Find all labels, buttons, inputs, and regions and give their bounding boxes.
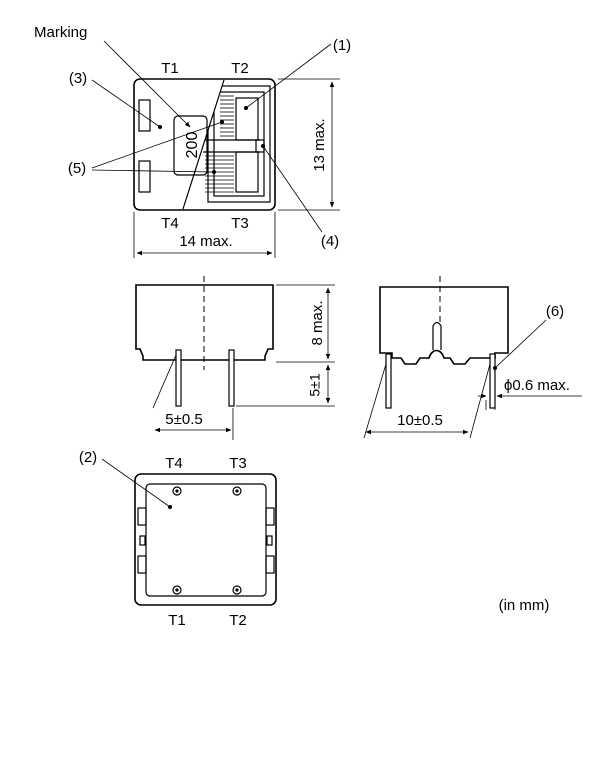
front-view: 8 max. 5±1 5±0.5	[135, 276, 335, 440]
height-dimension: 13 max.	[311, 118, 328, 171]
marking-label: Marking	[34, 24, 87, 41]
side-pin-left	[385, 353, 392, 409]
terminal-label-t1-bottom: T1	[168, 612, 186, 629]
units-note: (in mm)	[499, 597, 550, 614]
body-height-dimension: 8 max.	[309, 300, 326, 345]
side-view-body	[379, 286, 509, 365]
top-view-body	[133, 78, 276, 211]
marking-code: 200	[184, 132, 201, 159]
side-pin-right	[489, 353, 496, 409]
part-label-1: (1)	[333, 37, 351, 54]
cutaway-cover	[136, 81, 224, 208]
part-label-5: (5)	[68, 160, 86, 177]
bottom-view: T4 T3 T1 T2 (2)	[79, 449, 277, 629]
part-label-6: (6)	[546, 303, 564, 320]
terminal-label-t2-top: T2	[231, 60, 249, 77]
pin-pitch-front-dimension: 5±0.5	[165, 411, 202, 428]
terminal-label-t3-top: T3	[231, 215, 249, 232]
part-label-4: (4)	[321, 233, 339, 250]
terminal-label-t2-bottom: T2	[229, 612, 247, 629]
part-label-3: (3)	[69, 70, 87, 87]
terminal-label-t1-top: T1	[161, 60, 179, 77]
terminal-label-t3-bottom: T3	[229, 455, 247, 472]
cutaway-edge	[182, 79, 225, 210]
marking-box	[173, 115, 208, 176]
pin-diameter-dimension: ϕ0.6 max.	[504, 377, 570, 394]
top-view: 200 T1 T2 T4 T3 14 max. 13 max.	[133, 60, 340, 258]
bottom-view-inner	[145, 483, 267, 597]
front-pin-left	[175, 349, 182, 407]
terminal-label-t4-top: T4	[161, 215, 179, 232]
cutaway-winding	[203, 85, 271, 203]
bottom-view-body	[134, 473, 277, 606]
bottom-pin-holes	[172, 486, 242, 595]
side-center-tab	[432, 321, 442, 350]
callouts-top: Marking (1) (3) (5) (4)	[34, 24, 351, 250]
front-view-body	[135, 284, 274, 361]
width-dimension: 14 max.	[179, 233, 232, 250]
coil-winding-lower	[205, 155, 234, 193]
front-pin-right	[228, 349, 235, 407]
part-label-2: (2)	[79, 449, 97, 466]
terminal-label-t4-bottom: T4	[165, 455, 183, 472]
side-view: 10±0.5 ϕ0.6 max. (6)	[363, 276, 582, 439]
pin-length-dimension: 5±1	[307, 373, 323, 396]
coil-winding-upper	[220, 95, 234, 137]
pin-pitch-side-dimension: 10±0.5	[397, 412, 443, 429]
